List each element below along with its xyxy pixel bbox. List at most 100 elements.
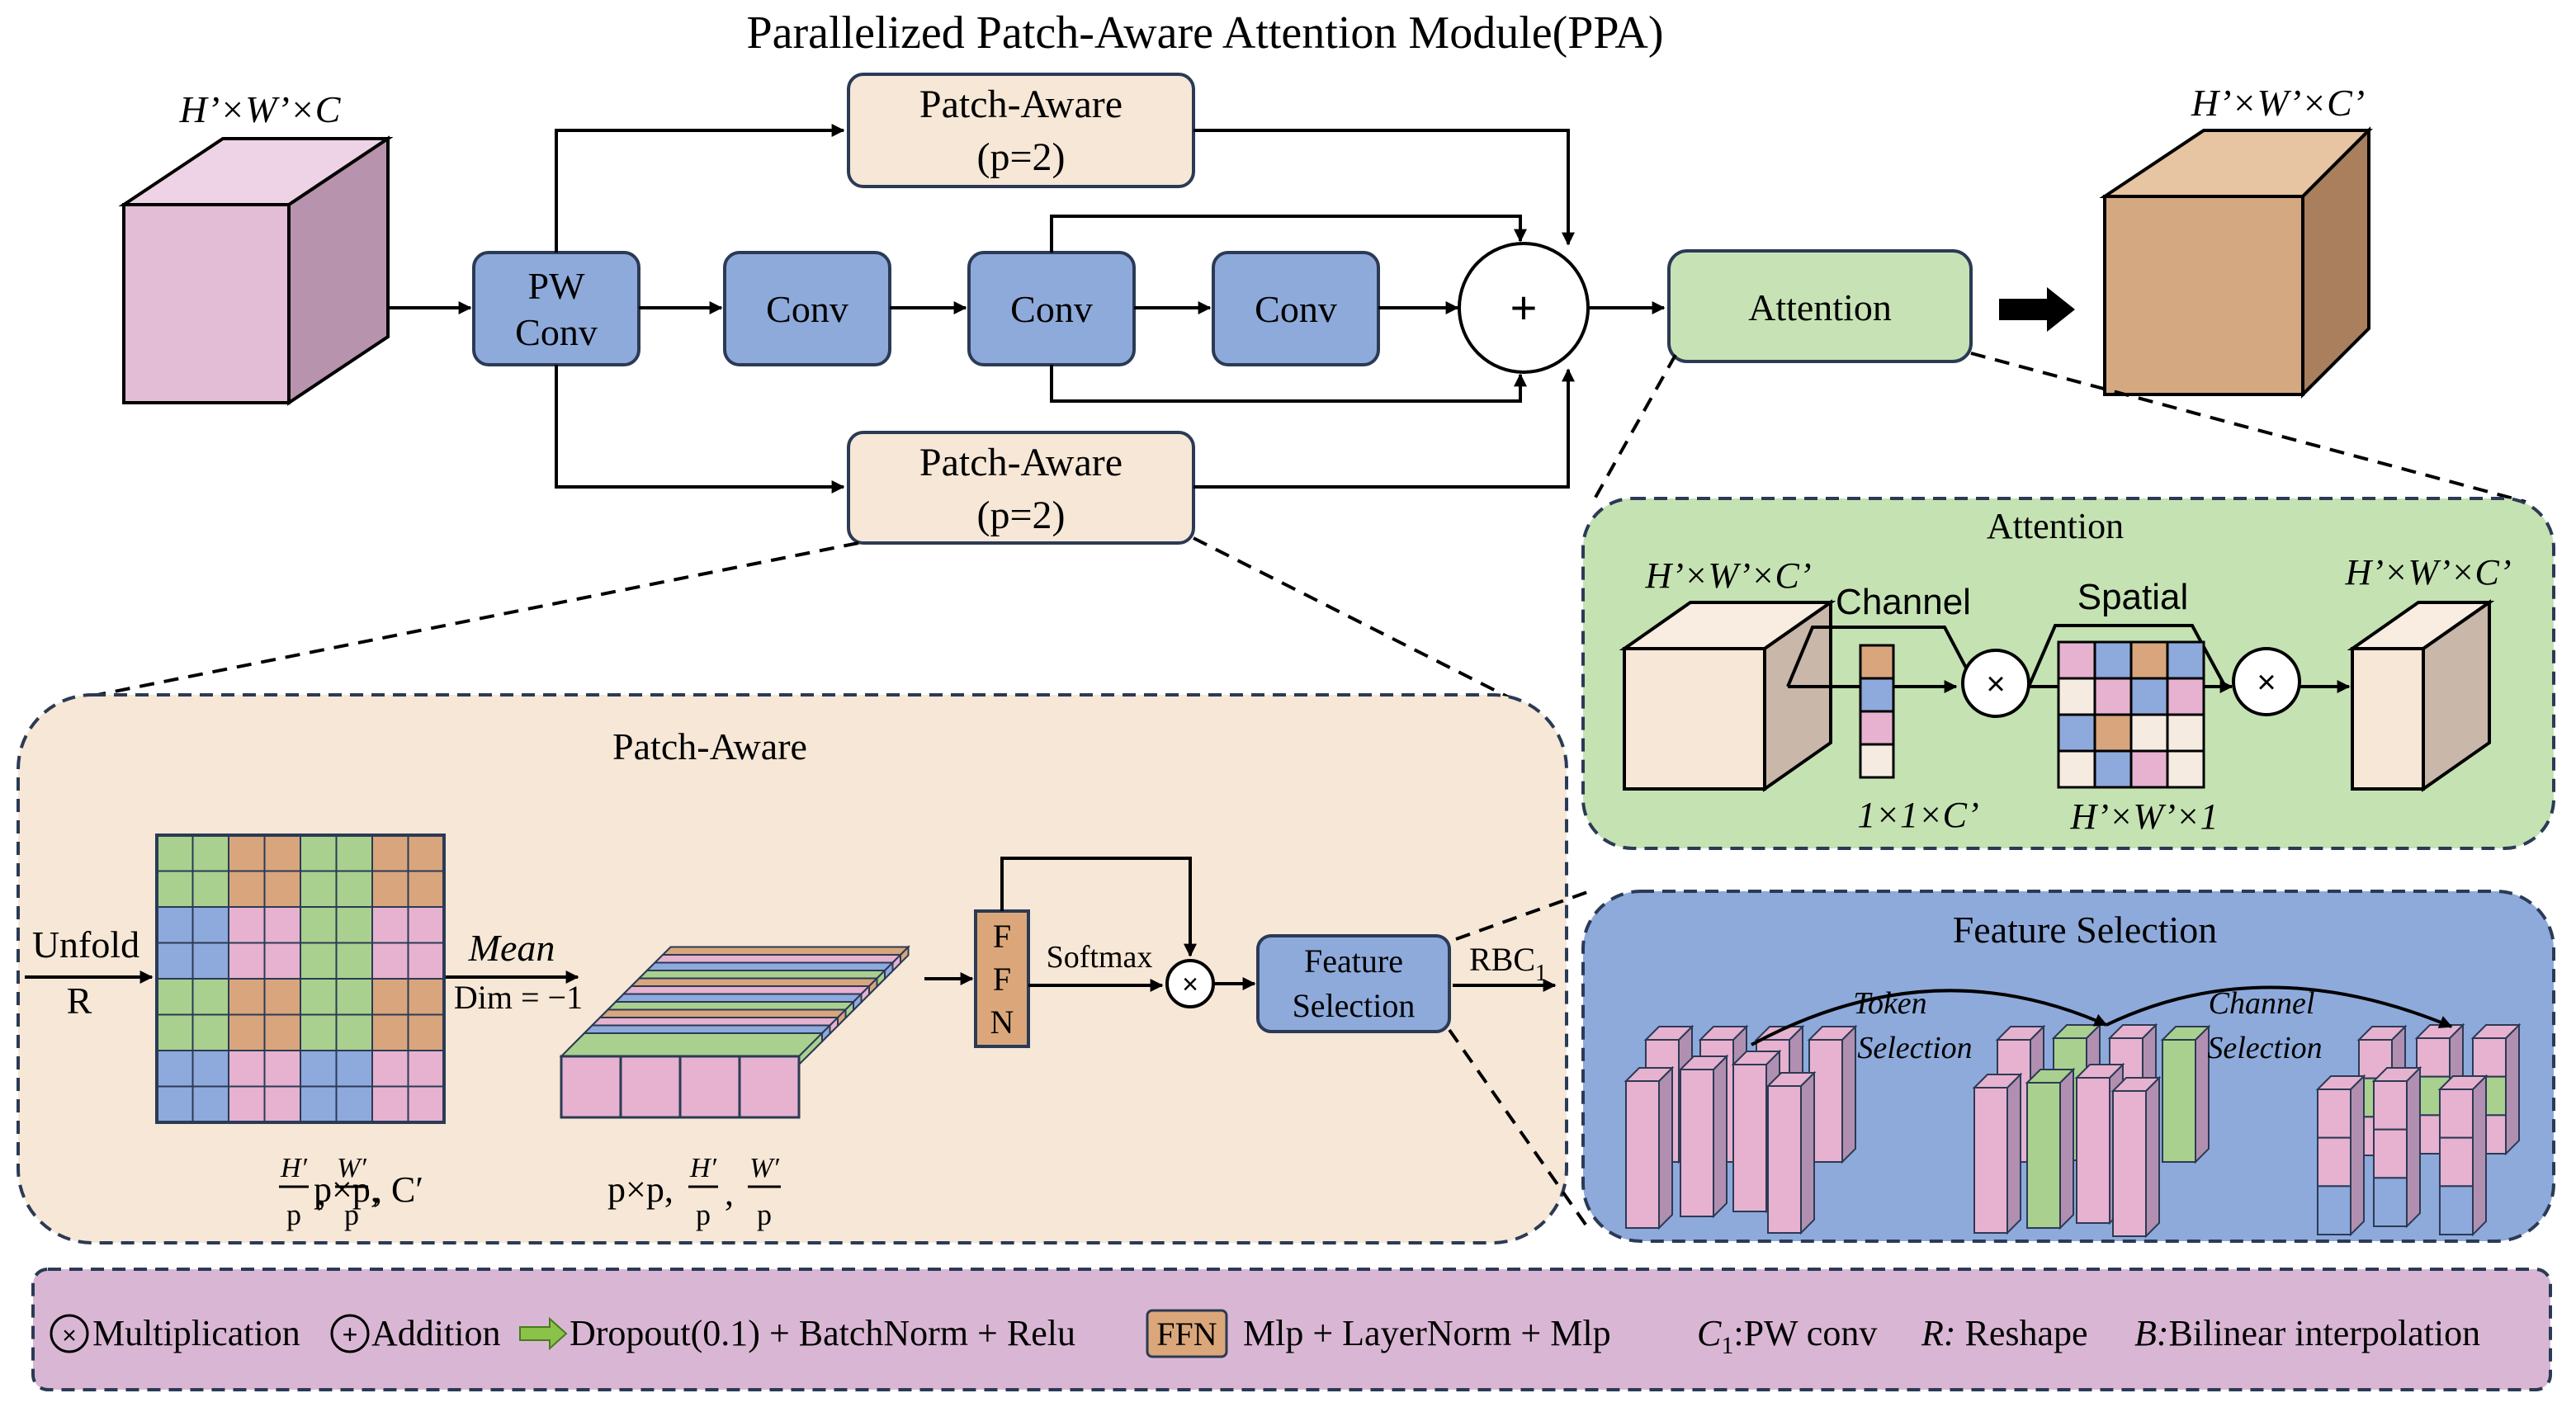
patch-aware-panel-title: Patch-Aware <box>612 725 807 767</box>
legend-ffn-text: Mlp + LayerNorm + Mlp <box>1243 1313 1611 1353</box>
grid-dim-w-num: W′ <box>337 1153 366 1183</box>
grid-cell <box>300 870 338 908</box>
legend-r-text: Reshape <box>1956 1313 2088 1353</box>
input-dim-label: H’×W’×C <box>179 88 342 130</box>
legend-add-symbol: + <box>343 1320 358 1349</box>
grid-cell <box>228 1085 266 1123</box>
stack-dim-prefix: p×p, <box>607 1169 674 1210</box>
stack-front-cell <box>678 1055 741 1119</box>
grid-cell <box>300 1050 338 1088</box>
legend-mult-symbol: × <box>62 1322 77 1349</box>
legend-b-sym: B: <box>2134 1313 2169 1353</box>
grid-dim-fraction-w: W′ p <box>335 1153 368 1231</box>
grid-cell <box>407 1013 445 1051</box>
patch-aware-top-line2: (p=2) <box>976 135 1065 179</box>
feature-column <box>2470 1022 2522 1156</box>
spatial-label: Spatial <box>2077 577 2189 617</box>
grid-cell <box>156 870 194 908</box>
legend-add-icon <box>330 1314 370 1353</box>
ffn-letter-1: F <box>993 918 1011 955</box>
feature-column <box>2160 1024 2211 1164</box>
feature-column <box>2315 1074 2366 1237</box>
patch-mult-symbol: × <box>1182 969 1198 1000</box>
grid-cell <box>300 978 338 1016</box>
legend-r: R: Reshape <box>1921 1313 2088 1353</box>
attention-out-dim: H’×W’×C’ <box>2344 552 2511 593</box>
feature-selection-block <box>1256 934 1451 1033</box>
attention-output-cube <box>2347 599 2495 792</box>
attention-mult-symbol-2: × <box>2257 664 2276 701</box>
stack-front-cell <box>738 1055 801 1119</box>
grid-cell <box>407 834 445 872</box>
grid-cell <box>156 834 194 872</box>
grid-cell <box>156 942 194 980</box>
ffn-letter-2: F <box>993 961 1011 998</box>
stack-dim-fraction-h: H′ p <box>688 1153 718 1231</box>
grid-cell <box>228 1050 266 1088</box>
grid-cell <box>371 978 409 1016</box>
mean-dim-label: Dim = −1 <box>454 979 583 1016</box>
grid-cell <box>407 978 445 1016</box>
channel-vector <box>1859 644 1895 779</box>
input-cube <box>118 135 394 406</box>
grid-cell <box>263 1085 301 1123</box>
grid-cell <box>407 870 445 908</box>
grid-cell <box>263 906 301 944</box>
grid-cell <box>407 942 445 980</box>
mean-label: Mean <box>468 927 555 969</box>
rbc-label: RBC1 <box>1469 941 1547 986</box>
rbc-text: RBC <box>1469 941 1535 978</box>
attention-block <box>1667 249 1973 363</box>
channel-dim-label: 1×1×C’ <box>1857 795 1978 835</box>
stack-dim-comma: , <box>725 1173 734 1213</box>
output-cube <box>2099 126 2373 399</box>
legend-ffn-label: FFN <box>1156 1315 1217 1353</box>
feature-selection-panel-title: Feature Selection <box>1953 909 2218 951</box>
grid-cell <box>156 1085 194 1123</box>
grid-cell <box>335 906 373 944</box>
grid-border <box>155 834 446 1124</box>
legend-b-text: Bilinear interpolation <box>2169 1313 2481 1353</box>
feature-column <box>1972 1072 2023 1235</box>
grid-cell <box>228 906 266 944</box>
legend-mult-text: Multiplication <box>92 1313 300 1353</box>
stack-front-cell <box>619 1055 682 1119</box>
patch-aware-top-line1: Patch-Aware <box>919 83 1123 126</box>
grid-cell <box>300 1013 338 1051</box>
grid-dim-w-den: p <box>344 1198 359 1231</box>
stack-dim-w-num: W′ <box>749 1153 779 1183</box>
feature-column <box>1765 1070 1817 1235</box>
stack-dim-w-den: p <box>757 1198 772 1231</box>
grid-cell <box>371 1085 409 1123</box>
softmax-label: Softmax <box>1047 940 1153 975</box>
legend-panel <box>31 1268 2552 1391</box>
grid-cell <box>191 1013 229 1051</box>
patch-token-stack <box>559 945 910 1119</box>
grid-cell <box>300 942 338 980</box>
unfold-label: Unfold <box>32 923 139 966</box>
addition-symbol: + <box>1510 281 1538 333</box>
grid-cell <box>228 978 266 1016</box>
grid-cell <box>263 1050 301 1088</box>
grid-cell <box>335 834 373 872</box>
grid-dim-prefix: p×p, <box>314 1169 380 1210</box>
stack-dim-fraction-w: W′ p <box>748 1153 781 1231</box>
feature-selection-line2: Selection <box>1293 987 1416 1024</box>
legend-b: B:Bilinear interpolation <box>2134 1313 2480 1353</box>
grid-cell <box>371 870 409 908</box>
feature-column <box>2110 1075 2162 1239</box>
grid-cell <box>300 834 338 872</box>
conv-label-3: Conv <box>1255 288 1337 330</box>
grid-cell <box>191 942 229 980</box>
grid-dim-h-den: p <box>286 1198 301 1231</box>
channel-selection-line1: Channel <box>2209 986 2315 1021</box>
attention-input-cube <box>1619 599 1836 792</box>
attention-mult-symbol-1: × <box>1986 666 2005 702</box>
token-selection-line2: Selection <box>1857 1031 1972 1065</box>
reshape-r-label: R <box>67 980 92 1022</box>
feature-column <box>1678 1054 1729 1219</box>
patch-aware-bottom-line2: (p=2) <box>976 493 1065 537</box>
grid-cell <box>371 1013 409 1051</box>
spatial-map <box>2057 640 2205 789</box>
